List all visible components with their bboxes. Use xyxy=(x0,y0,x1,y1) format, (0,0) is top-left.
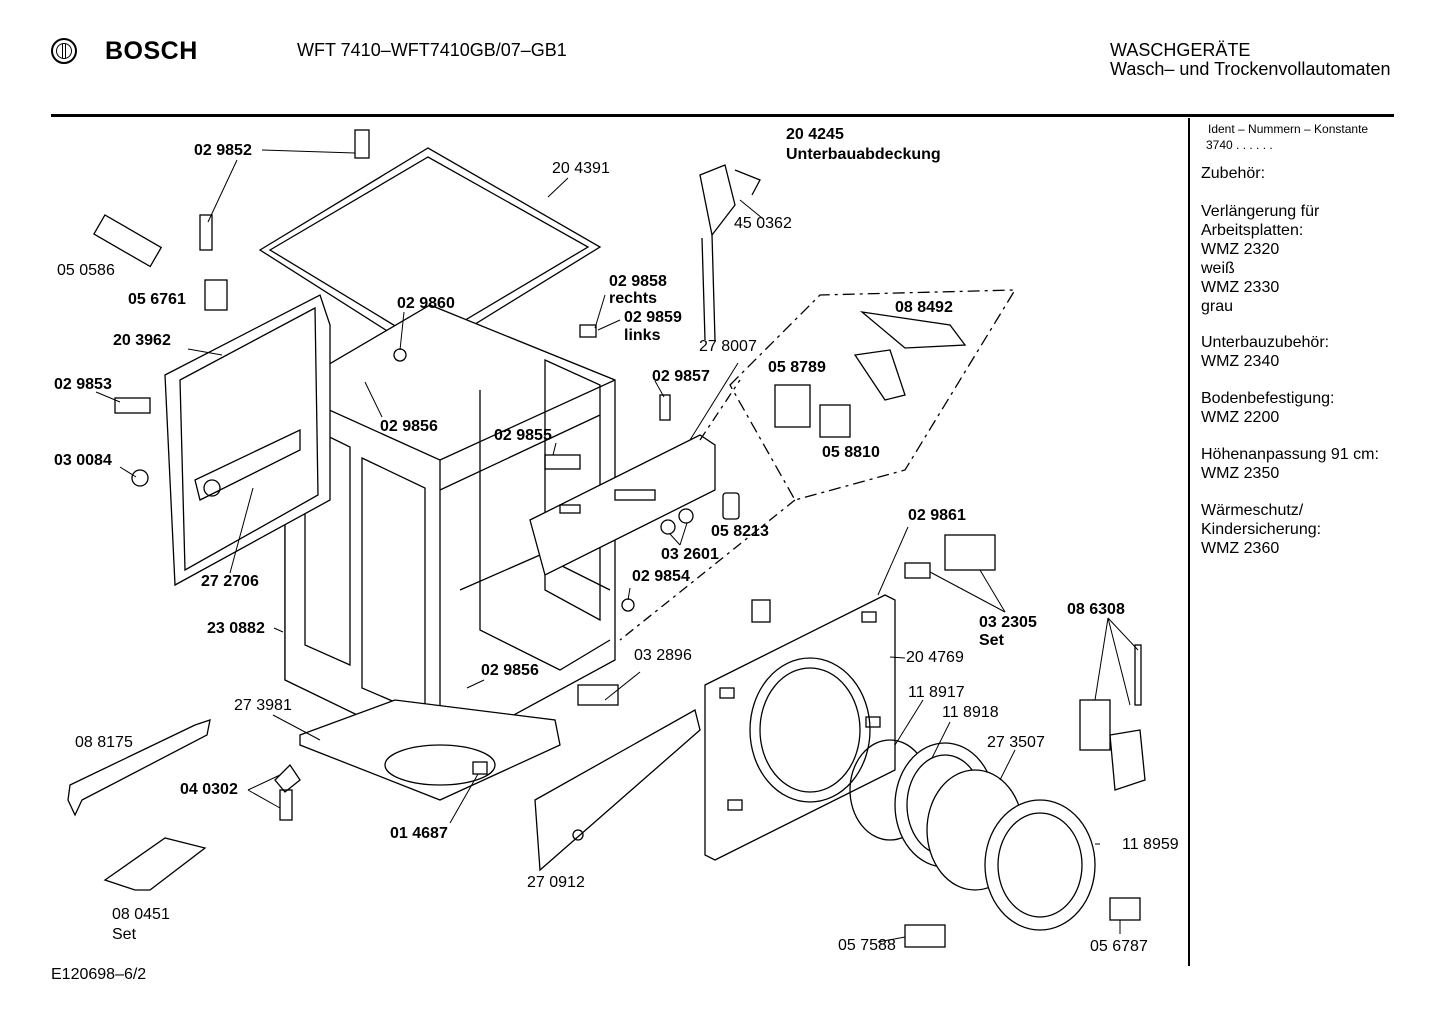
height-adjust-line: WMZ 2350 xyxy=(1201,465,1280,482)
part-label: 27 8007 xyxy=(699,338,757,355)
part-label: 05 7588 xyxy=(838,937,896,954)
brand-name: BOSCH xyxy=(105,37,198,65)
part-label: 20 3962 xyxy=(113,332,171,349)
part-label: 05 0586 xyxy=(57,262,115,279)
side-panel-drawing xyxy=(164,294,331,587)
part-label: 03 0084 xyxy=(54,452,112,469)
wrench-drawing xyxy=(67,719,211,817)
extension-line: WMZ 2320 xyxy=(1201,241,1280,258)
part-label: 27 2706 xyxy=(201,573,259,590)
part-label: 03 2601 xyxy=(661,546,719,563)
part-label: 20 4391 xyxy=(552,160,610,177)
part-label: 04 0302 xyxy=(180,781,238,798)
kick-plate-drawing xyxy=(534,709,701,872)
part-label: 02 9860 xyxy=(397,295,455,312)
part-label: 01 4687 xyxy=(390,825,448,842)
part-label: 20 4245 xyxy=(786,126,844,143)
underbuild-title: Unterbauzubehör: xyxy=(1201,334,1330,351)
part-label: 11 8918 xyxy=(942,704,999,721)
part-label: 02 9861 xyxy=(908,507,966,524)
transport-bracket-drawing xyxy=(103,837,207,891)
part-label: 05 8810 xyxy=(822,444,880,461)
part-label: 05 8789 xyxy=(768,359,826,376)
part-label: 02 9853 xyxy=(54,376,112,393)
accessory-heading: Zubehör: xyxy=(1201,165,1266,182)
control-panel-drawing xyxy=(529,434,716,576)
extension-line: grau xyxy=(1201,298,1234,315)
part-label: 45 0362 xyxy=(734,215,792,232)
part-label: rechts xyxy=(609,290,658,307)
heat-protection-line: WMZ 2360 xyxy=(1201,540,1280,557)
drawing-code: E120698–6/2 xyxy=(51,966,147,983)
part-label: 08 6308 xyxy=(1067,601,1125,618)
heat-protection-title: Wärmeschutz/ xyxy=(1201,502,1304,519)
part-label: 08 8492 xyxy=(895,299,953,316)
part-label: 05 8213 xyxy=(711,523,769,540)
bosch-logo-icon xyxy=(51,38,77,64)
part-label: 27 0912 xyxy=(527,874,585,891)
floor-fixing-line: WMZ 2200 xyxy=(1201,409,1280,426)
header-divider xyxy=(51,114,1394,117)
exploded-view-diagram xyxy=(67,129,1146,948)
small-parts-drawing xyxy=(93,129,1146,948)
sidebar-divider xyxy=(1188,118,1190,966)
part-label: 08 0451 xyxy=(112,906,170,923)
front-panel-drawing xyxy=(704,594,896,861)
mains-plug-drawing xyxy=(699,164,761,341)
part-label: 02 9852 xyxy=(194,142,252,159)
part-label: 27 3981 xyxy=(234,697,292,714)
part-label: Unterbauabdeckung xyxy=(786,146,941,163)
door-ring-drawing xyxy=(849,739,1096,931)
part-label: 02 9859 xyxy=(624,309,682,326)
height-adjust-title: Höhenanpassung 91 cm: xyxy=(1201,446,1379,463)
part-label: 02 9858 xyxy=(609,273,667,290)
electronics-board-group-drawing xyxy=(729,289,1017,501)
top-cover-drawing xyxy=(258,147,602,356)
extension-line: Arbeitsplatten: xyxy=(1201,222,1304,239)
part-label: 03 2305 xyxy=(979,614,1037,631)
model-title: WFT 7410–WFT7410GB/07–GB1 xyxy=(297,40,567,60)
part-label: 02 9856 xyxy=(481,662,539,679)
part-label: Set xyxy=(979,632,1004,649)
part-label: links xyxy=(624,327,661,344)
underbuild-line: WMZ 2340 xyxy=(1201,353,1280,370)
leader-lines xyxy=(95,149,1139,943)
part-label: 02 9857 xyxy=(652,368,710,385)
ident-value: 3740 . . . . . . xyxy=(1206,138,1273,152)
cabinet-drawing xyxy=(284,304,616,757)
heat-protection-line: Kindersicherung: xyxy=(1201,521,1322,538)
part-label: 02 9855 xyxy=(494,427,552,444)
floor-fixing-title: Bodenbefestigung: xyxy=(1201,390,1335,407)
ident-title: Ident – Nummern – Konstante xyxy=(1208,122,1369,136)
part-label: 27 3507 xyxy=(987,734,1045,751)
extension-title: Verlängerung für xyxy=(1201,203,1320,220)
part-label: 05 6787 xyxy=(1090,938,1148,955)
part-label: 02 9854 xyxy=(632,568,690,585)
part-label: 23 0882 xyxy=(207,620,265,637)
subcategory-title: Wasch– und Trockenvollautomaten xyxy=(1110,59,1391,79)
part-label: 11 8917 xyxy=(908,684,965,701)
base-plate-drawing xyxy=(299,699,561,801)
part-label: 02 9856 xyxy=(380,418,438,435)
part-label: 20 4769 xyxy=(906,649,964,666)
part-label: 03 2896 xyxy=(634,647,692,664)
extension-line: weiß xyxy=(1201,260,1235,277)
part-label: 05 6761 xyxy=(128,291,186,308)
part-label: Set xyxy=(112,926,137,943)
part-label: 11 8959 xyxy=(1122,836,1179,853)
extension-line: WMZ 2330 xyxy=(1201,279,1280,296)
part-label: 08 8175 xyxy=(75,734,133,751)
category-title: WASCHGERÄTE xyxy=(1110,40,1251,60)
